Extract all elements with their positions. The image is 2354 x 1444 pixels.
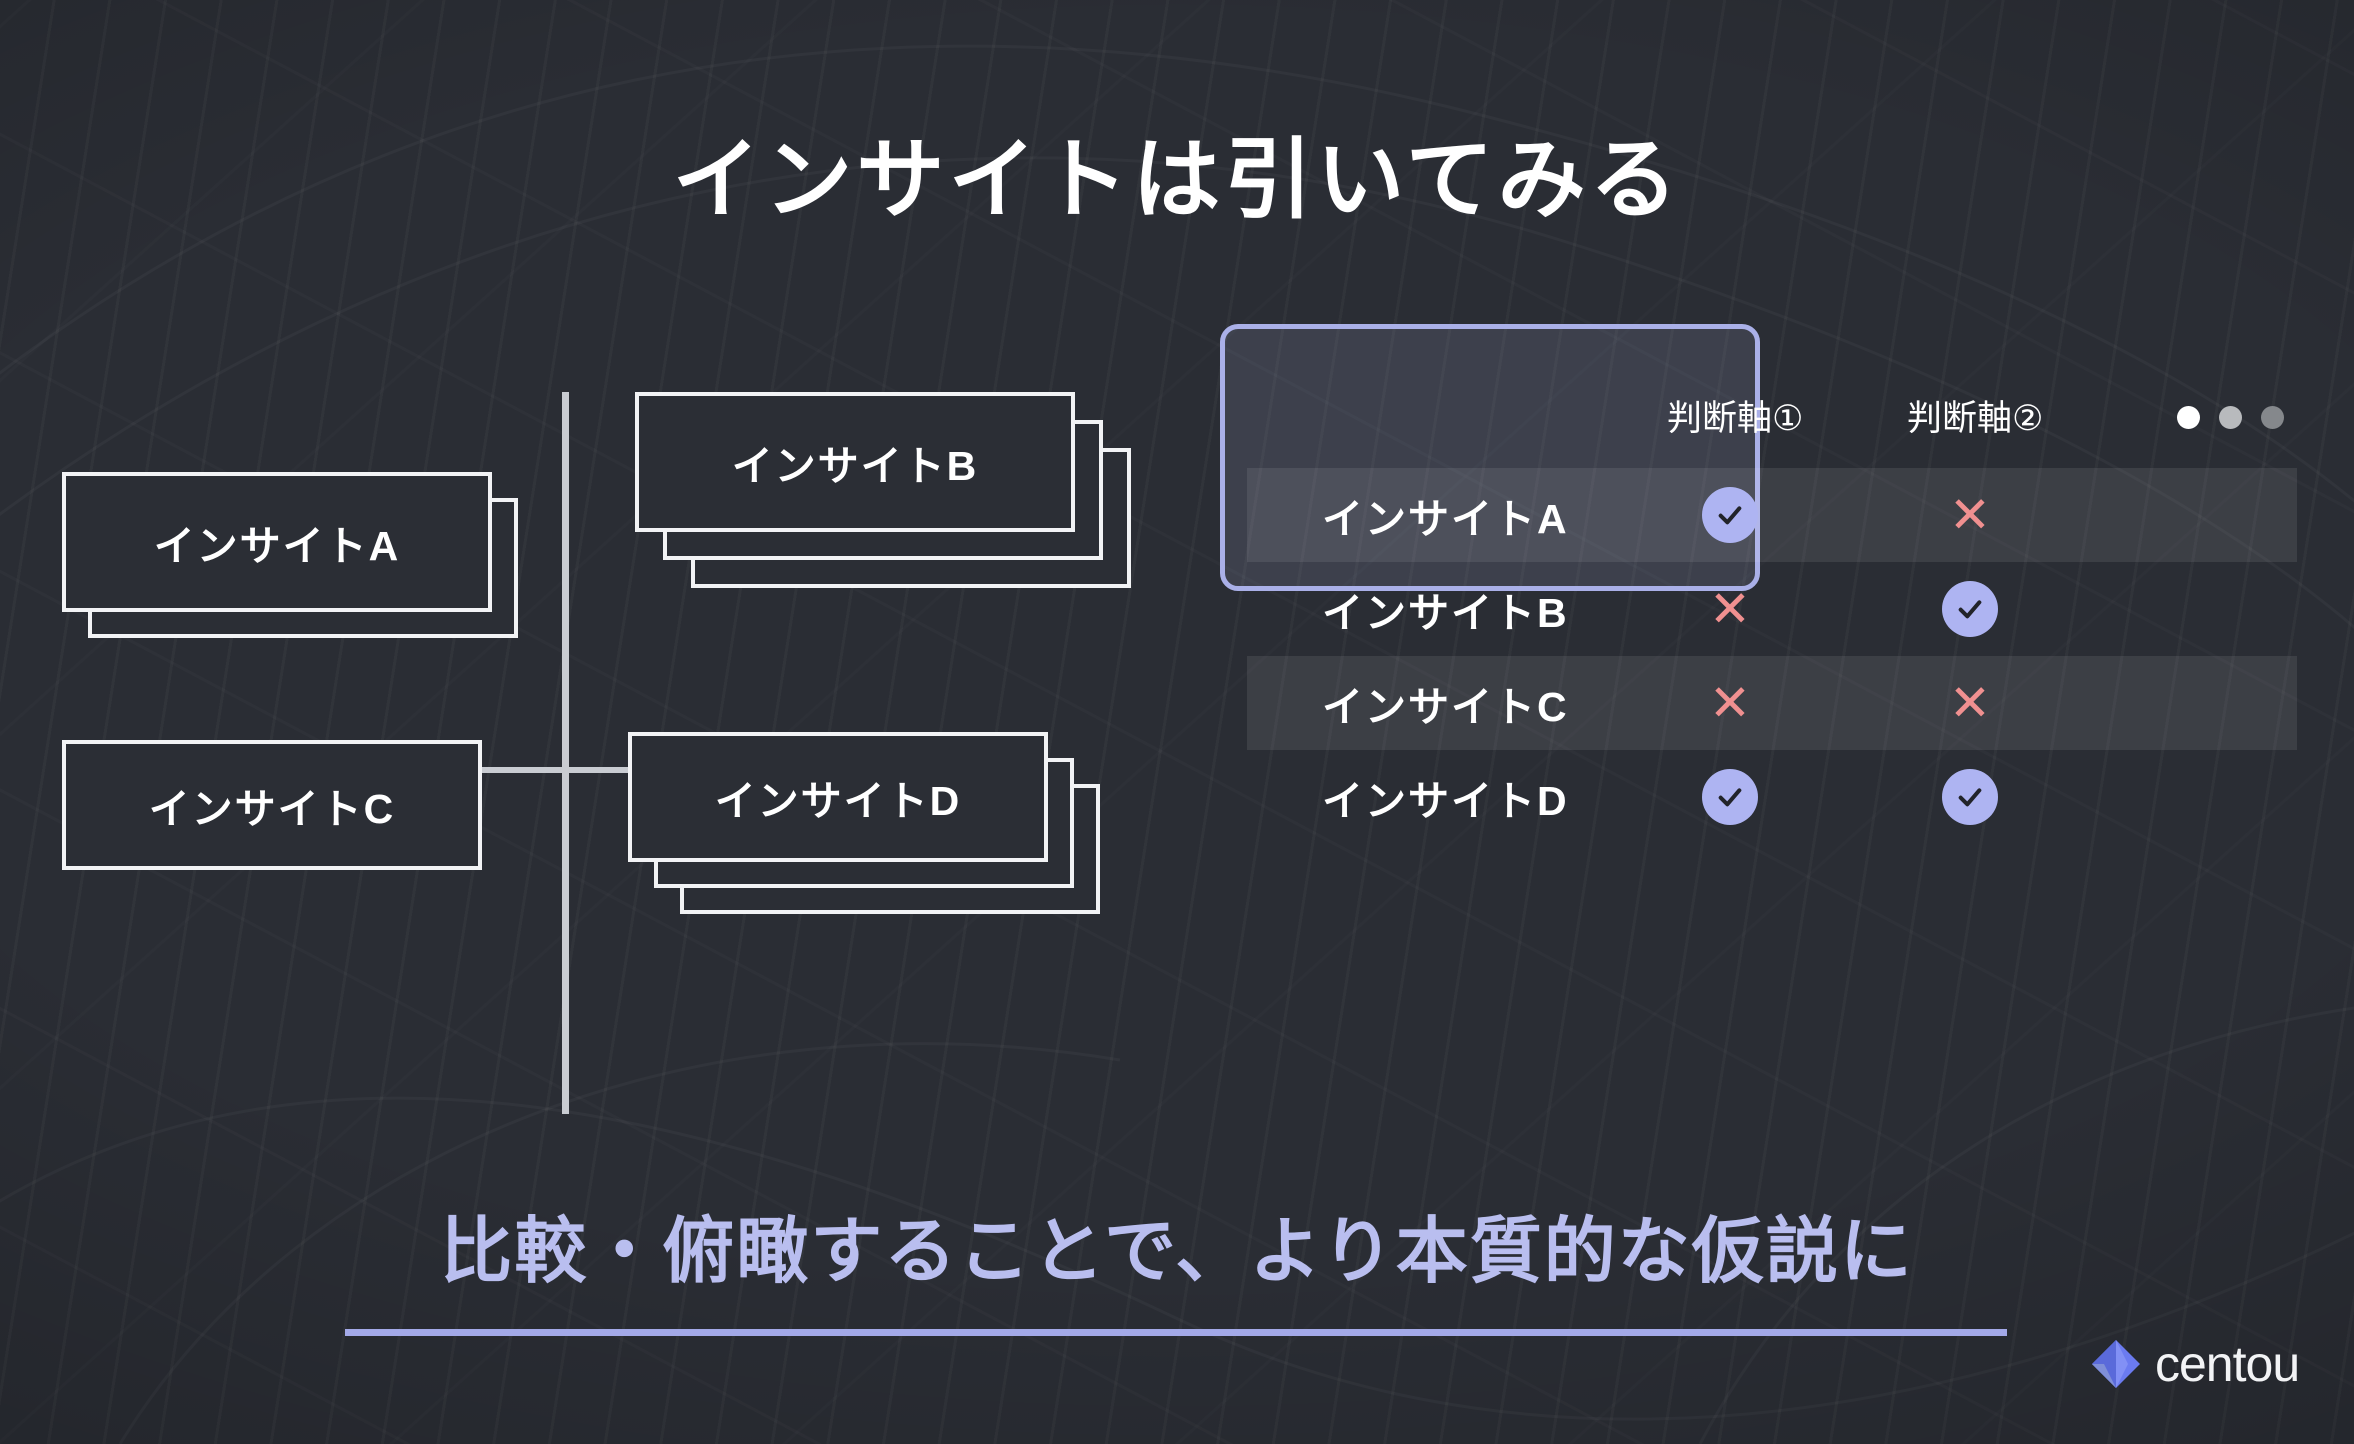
cell-axis-1: ✕ (1695, 584, 1765, 634)
brand-logo-text: centou (2155, 1336, 2300, 1392)
cross-icon: ✕ (1949, 675, 1991, 731)
quadrant-card-a[interactable]: インサイトA (62, 472, 518, 638)
more-columns-indicator (2177, 406, 2284, 429)
quadrant-vertical-axis (562, 392, 569, 1114)
footer-divider (345, 1329, 2007, 1336)
cell-axis-1 (1695, 487, 1765, 543)
card-d-front[interactable]: インサイトD (628, 732, 1048, 862)
table-body: インサイトA ✕ インサイトB ✕ (1247, 468, 2297, 844)
card-a-label: インサイトA (153, 523, 401, 569)
cross-icon: ✕ (1709, 581, 1751, 637)
table-row[interactable]: インサイトC ✕ ✕ (1247, 656, 2297, 750)
cross-icon: ✕ (1709, 675, 1751, 731)
cell-axis-2 (1935, 581, 2005, 637)
check-circle-icon (1942, 581, 1998, 637)
card-c-label: インサイトC (148, 786, 396, 832)
quadrant-card-b[interactable]: インサイトB (635, 324, 1760, 591)
dot-2-icon (2219, 406, 2242, 429)
check-circle-icon (1702, 487, 1758, 543)
dot-1-icon (2177, 406, 2200, 429)
table-header-row: 判断軸① 判断軸② (1247, 390, 2297, 452)
row-label: インサイトA (1322, 496, 1569, 542)
card-b-highlight-box (1220, 324, 1760, 591)
card-b-front[interactable]: インサイトB (635, 392, 1075, 532)
cell-axis-1 (1695, 769, 1765, 825)
table-row[interactable]: インサイトD (1247, 750, 2297, 844)
column-header-axis-2: 判断軸② (1907, 399, 2044, 438)
card-a-front[interactable]: インサイトA (62, 472, 492, 612)
table-row[interactable]: インサイトB ✕ (1247, 562, 2297, 656)
card-c-front[interactable]: インサイトC (62, 740, 482, 870)
check-circle-icon (1702, 769, 1758, 825)
footer-tagline: 比較・俯瞰することで、より本質的な仮説に (440, 1212, 1914, 1292)
cell-axis-2: ✕ (1935, 678, 2005, 728)
row-label: インサイトD (1322, 778, 1569, 824)
page-title: インサイトは引いてみる (672, 130, 1682, 229)
comparison-table: 判断軸① 判断軸② インサイトA ✕ インサ (1247, 390, 2297, 844)
table-row[interactable]: インサイトA ✕ (1247, 468, 2297, 562)
cell-axis-2: ✕ (1935, 490, 2005, 540)
card-b-label: インサイトB (731, 443, 979, 489)
cell-axis-2 (1935, 769, 2005, 825)
dot-3-icon (2261, 406, 2284, 429)
quadrant-diagram: インサイトA インサイトB インサイトC インサイトD (0, 324, 1760, 1114)
quadrant-horizontal-axis (210, 767, 913, 773)
quadrant-card-d[interactable]: インサイトD (628, 732, 1100, 914)
row-label: インサイトC (1322, 684, 1569, 730)
row-label: インサイトB (1322, 590, 1569, 636)
brand-logo: centou (2090, 1336, 2300, 1392)
check-circle-icon (1942, 769, 1998, 825)
cross-icon: ✕ (1949, 487, 1991, 543)
diamond-logo-icon (2092, 1340, 2140, 1388)
column-header-axis-1: 判断軸① (1667, 399, 1804, 438)
cell-axis-1: ✕ (1695, 678, 1765, 728)
quadrant-card-c[interactable]: インサイトC (62, 740, 482, 870)
card-d-label: インサイトD (714, 778, 962, 824)
